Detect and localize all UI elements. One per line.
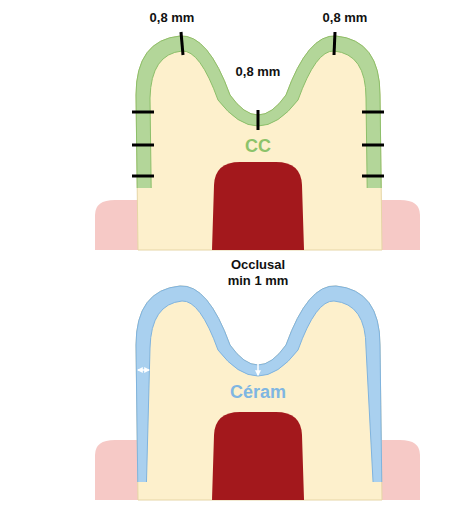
dimension-label: Occlusal min 1 mm — [222, 257, 294, 288]
occlusal-arrow — [257, 363, 259, 375]
dimension-label: 0,8 mm — [150, 10, 195, 26]
pulp — [212, 412, 304, 500]
ceramic-coating — [136, 286, 382, 482]
dimension-label: 0,8 mm — [323, 10, 368, 26]
thickness-ticks — [132, 32, 384, 176]
material-label: Céram — [230, 382, 286, 404]
tooth-crown — [136, 36, 382, 250]
pulp — [212, 162, 304, 250]
tooth-crown — [136, 286, 382, 500]
dimension-label: 0,8 mm — [236, 64, 281, 80]
ceramic-tooth — [95, 286, 420, 500]
cc-tooth — [95, 32, 420, 250]
axial-arrow — [138, 369, 149, 371]
cc-coating — [136, 36, 382, 188]
material-label: CC — [245, 136, 271, 158]
